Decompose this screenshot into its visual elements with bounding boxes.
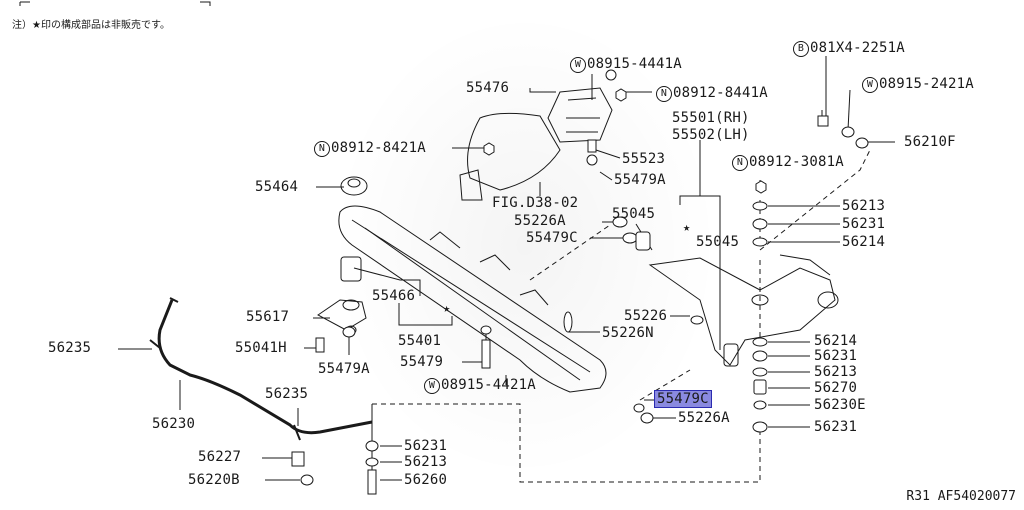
non-sale-star-icon: ★ [443, 301, 451, 315]
washer-mark-icon: W [570, 57, 586, 73]
part-label-55226A-top[interactable]: 55226A [514, 213, 566, 229]
washer-mark-icon: W [424, 378, 440, 394]
washer-mark-icon: W [862, 77, 878, 93]
part-label-56230[interactable]: 56230 [152, 416, 196, 432]
part-label-55226N[interactable]: 55226N [602, 325, 654, 341]
part-label-56260[interactable]: 56260 [404, 472, 448, 488]
part-label-56235-left[interactable]: 56235 [48, 340, 92, 356]
part-label-55041H[interactable]: 55041H [235, 340, 287, 356]
part-label-56214-bottom[interactable]: 56214 [814, 333, 858, 349]
part-label-55226A-bottom[interactable]: 55226A [678, 410, 730, 426]
part-label-55479A-bottom[interactable]: 55479A [318, 361, 370, 377]
part-label-55401[interactable]: 55401 [398, 333, 442, 349]
part-label-55502-lh[interactable]: 55502(LH) [672, 127, 750, 143]
lower-arm-shape [648, 257, 836, 366]
part-label-56214-top[interactable]: 56214 [842, 234, 886, 250]
part-label-55617[interactable]: 55617 [246, 309, 290, 325]
part-label-55045-a[interactable]: 55045 [612, 206, 656, 222]
part-label-56231-d[interactable]: 56231 [404, 438, 448, 454]
diff-mount-shape [547, 87, 613, 143]
part-label-56213-d[interactable]: 56213 [404, 454, 448, 470]
part-label-55479C-top[interactable]: 55479C [526, 230, 578, 246]
part-label-55466[interactable]: 55466 [372, 288, 416, 304]
part-label-55045-b[interactable]: 55045 [696, 234, 740, 250]
part-label-55479[interactable]: 55479 [400, 354, 444, 370]
nut-mark-icon: N [314, 141, 330, 157]
non-sale-star-icon: ★ [683, 220, 691, 234]
part-label-56235-mid[interactable]: 56235 [265, 386, 309, 402]
part-label-56213-b[interactable]: 56213 [814, 364, 858, 380]
part-label-55523[interactable]: 55523 [622, 151, 666, 167]
nut-mark-icon: N [656, 86, 672, 102]
part-label-56231-b[interactable]: 56231 [814, 348, 858, 364]
diagram-reference-code: R31 AF54020077 [906, 489, 1016, 504]
nut-mark-icon: N [732, 155, 748, 171]
part-label-56220B[interactable]: 56220B [188, 472, 240, 488]
part-label-55464[interactable]: 55464 [255, 179, 299, 195]
part-label-56210F[interactable]: 56210F [904, 134, 956, 150]
crossmember-shape [338, 205, 607, 393]
part-label-56213-top[interactable]: 56213 [842, 198, 886, 214]
part-label-56270[interactable]: 56270 [814, 380, 858, 396]
part-label-55479A-top[interactable]: 55479A [614, 172, 666, 188]
part-label-56231-top[interactable]: 56231 [842, 216, 886, 232]
bolt-mark-icon: B [793, 41, 809, 57]
part-label-55479C-selected[interactable]: 55479C [654, 390, 712, 408]
part-label-56230E[interactable]: 56230E [814, 397, 866, 413]
part-label-55501-rh[interactable]: 55501(RH) [672, 110, 750, 126]
note-text: 注）★印の構成部品は非販売です。 [12, 20, 170, 31]
diff-housing-shape [467, 112, 561, 191]
part-label-55226[interactable]: 55226 [624, 308, 668, 324]
fig-reference-d38-02[interactable]: FIG.D38-02 [492, 195, 579, 211]
part-label-56227[interactable]: 56227 [198, 449, 242, 465]
part-label-56231-c[interactable]: 56231 [814, 419, 858, 435]
part-label-55476[interactable]: 55476 [466, 80, 510, 96]
